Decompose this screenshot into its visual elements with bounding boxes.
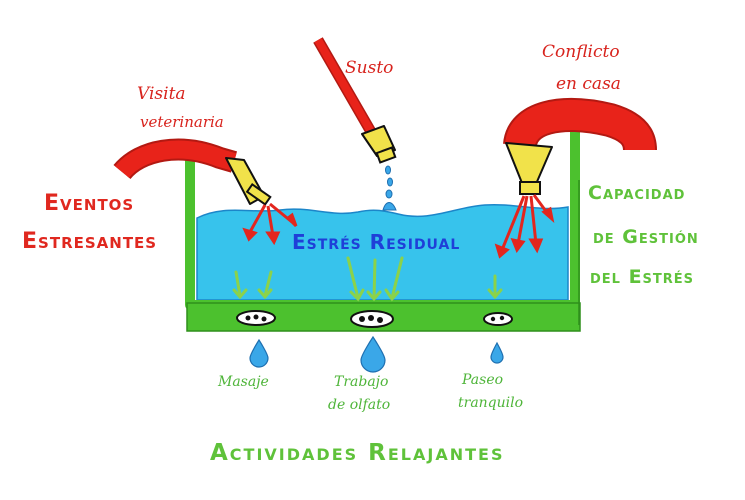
pipe-right-icon <box>503 98 657 195</box>
visita-label-line1: Visita <box>137 84 186 104</box>
conflicto-label-line2: en casa <box>556 74 621 94</box>
paseo-label-line1: Paseo <box>462 372 504 388</box>
susto-label: Susto <box>345 58 394 78</box>
drain-hole-icon <box>350 310 394 328</box>
paseo-label-line2: tranquilo <box>458 395 524 411</box>
water-drop-icon <box>249 338 269 368</box>
eventos-label-line2: Estresantes <box>22 229 158 254</box>
drip-stream <box>382 165 397 211</box>
water-body <box>196 203 569 301</box>
drain-arrows <box>232 256 503 302</box>
spray-left <box>242 202 298 246</box>
pipe-top-icon <box>313 37 397 164</box>
capacidad-label-line1: Capacidad <box>588 182 686 204</box>
water-drop-icon <box>490 341 504 364</box>
drain-hole-icon <box>236 310 276 326</box>
capacidad-label-line2: de Gestión <box>593 226 699 248</box>
water-drop-icon <box>360 335 386 373</box>
trabajo-label-line1: Trabajo <box>334 374 389 390</box>
estres-residual-label: Estrés Residual <box>292 230 461 254</box>
pipe-left-icon <box>113 138 272 206</box>
trabajo-label-line2: de olfato <box>328 397 391 413</box>
capacidad-label-line3: del Estrés <box>590 266 695 288</box>
eventos-label-line1: Eventos <box>44 191 135 216</box>
conflicto-label-line1: Conflicto <box>542 42 620 62</box>
visita-label-line2: veterinaria <box>140 113 224 131</box>
masaje-label: Masaje <box>218 374 269 390</box>
drain-hole-icon <box>483 312 513 326</box>
actividades-relajantes-label: Actividades Relajantes <box>210 440 505 466</box>
spray-right <box>494 194 555 259</box>
